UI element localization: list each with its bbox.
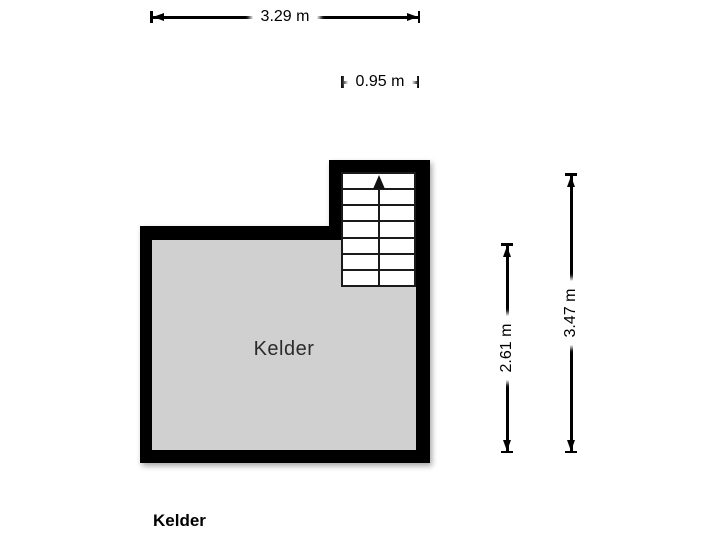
arrow-up-icon: [566, 175, 575, 187]
dimension-tick: [501, 450, 513, 453]
wall-stair-left: [329, 160, 341, 240]
wall-right: [416, 160, 430, 463]
wall-stair-top: [329, 160, 430, 172]
dimension-label: 3.47 m: [561, 280, 581, 346]
arrow-up-icon: [502, 245, 511, 257]
dimension-tick: [565, 173, 577, 176]
dimension-tick: [150, 11, 153, 23]
staircase: [341, 172, 416, 287]
dimension-room-depth: 2.61 m: [497, 243, 517, 453]
dimension-tick: [417, 11, 420, 23]
dimension-label: 0.95 m: [347, 72, 413, 92]
stairs-up-arrow-icon: [372, 175, 385, 189]
arrow-left-icon: [152, 12, 164, 21]
dimension-label: 3.29 m: [252, 7, 318, 27]
staircase-divider: [377, 189, 380, 285]
dimension-tick: [501, 243, 513, 246]
dimension-tick: [341, 76, 344, 88]
arrow-down-icon: [566, 439, 575, 451]
arrow-down-icon: [502, 439, 511, 451]
room-label: Kelder: [253, 338, 315, 360]
dimension-stair-width: 0.95 m: [341, 72, 419, 92]
dimension-tick: [416, 76, 419, 88]
dimension-room-width: 3.29 m: [150, 7, 420, 27]
arrow-right-icon: [406, 12, 418, 21]
wall-bottom: [140, 449, 430, 463]
wall-top: [140, 226, 341, 240]
wall-left: [140, 226, 152, 463]
dimension-tick: [565, 450, 577, 453]
stair-step: [343, 188, 414, 204]
dimension-total-depth: 3.47 m: [561, 173, 581, 453]
dimension-label: 2.61 m: [497, 315, 517, 381]
floor-title: Kelder: [153, 511, 206, 530]
